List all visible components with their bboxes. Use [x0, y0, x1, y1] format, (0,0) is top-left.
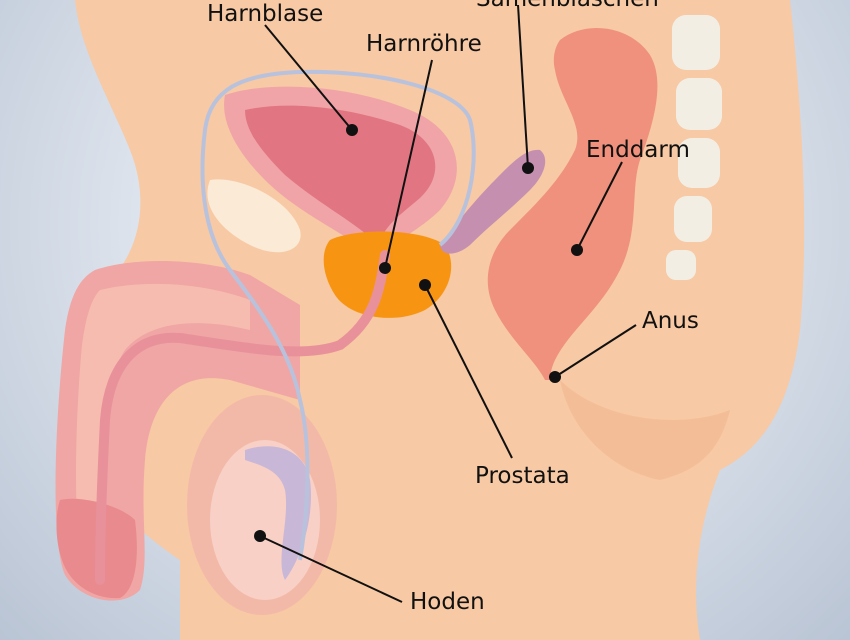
spine [666, 15, 722, 280]
label-testis: Hoden [410, 589, 485, 615]
bladder-wall [245, 105, 436, 245]
buttock-region [560, 380, 730, 480]
leader-lines [259, 4, 637, 603]
vas-deferens [200, 69, 476, 561]
seminal-vesicle-shape [440, 149, 546, 254]
label-urethra: Harnröhre [366, 31, 482, 57]
marker-dots [254, 124, 583, 542]
label-prostate: Prostata [475, 463, 570, 489]
prostate-shape [323, 231, 452, 318]
epididymis [245, 446, 311, 580]
label-seminal-vesicle: Samenbläschen [476, 0, 659, 11]
rectum-shape [487, 28, 658, 382]
label-rectum: Enddarm [586, 137, 690, 163]
label-bladder: Harnblase [207, 1, 324, 27]
urethra-path [95, 250, 390, 585]
label-anus: Anus [642, 308, 699, 334]
penis-corpus [76, 283, 250, 573]
pubic-bone [207, 179, 301, 253]
